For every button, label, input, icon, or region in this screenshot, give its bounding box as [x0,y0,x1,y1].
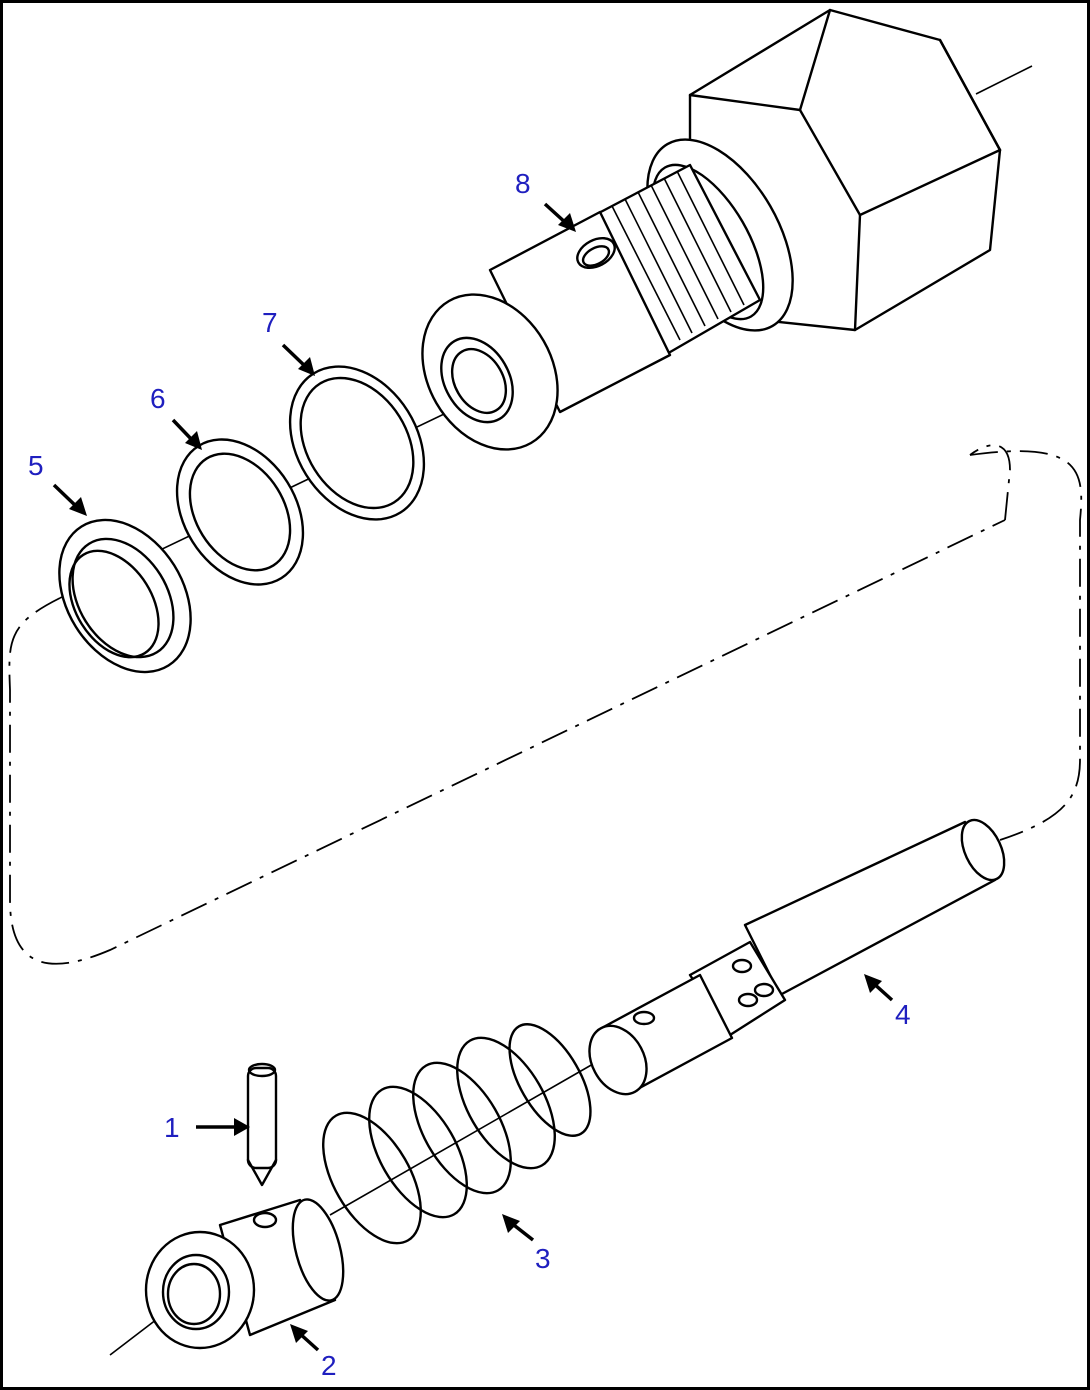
callout-labels: 1 2 3 4 5 6 7 8 [28,168,911,1381]
backup-ring [58,518,192,674]
valve-spool [588,818,1006,1096]
callout-8: 8 [515,168,531,199]
callout-2: 2 [321,1350,337,1381]
callout-4: 4 [895,999,911,1030]
flanged-sleeve [144,1198,345,1350]
callout-3: 3 [535,1243,551,1274]
spring [322,1023,592,1245]
pin [246,1062,278,1187]
leader-arrows [52,202,894,1352]
valve-body-fitting [421,8,1002,451]
callout-1: 1 [164,1112,180,1143]
callout-6: 6 [150,383,166,414]
thread-lines [611,170,745,341]
o-ring [288,365,426,521]
callout-7: 7 [262,307,278,338]
callout-5: 5 [28,450,44,481]
